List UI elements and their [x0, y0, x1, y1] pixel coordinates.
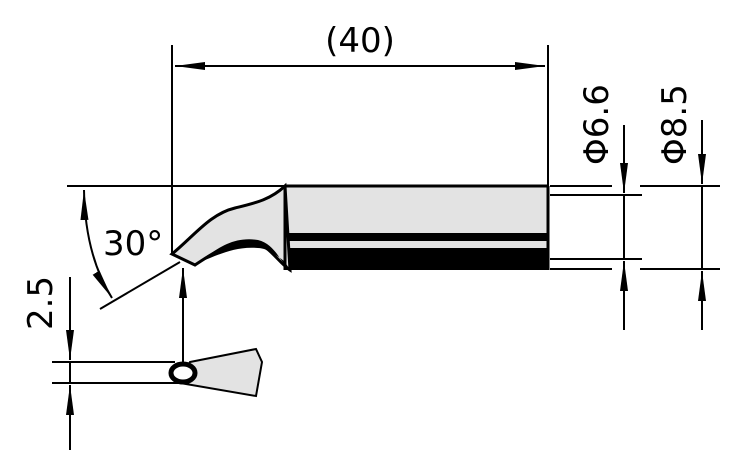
length-dimension [171, 45, 549, 255]
outer-diameter-dimension [640, 120, 720, 330]
angle-label: 30° [103, 224, 163, 264]
tip-section-view [52, 268, 264, 398]
tip-width-label: 2.5 [21, 276, 61, 330]
angle-dimension [67, 185, 285, 310]
length-label: (40) [325, 21, 395, 61]
tip-body [169, 182, 550, 273]
inner-diameter-dimension [550, 125, 642, 330]
inner-diameter-label: Φ6.6 [577, 84, 617, 165]
outer-diameter-label: Φ8.5 [655, 84, 695, 165]
